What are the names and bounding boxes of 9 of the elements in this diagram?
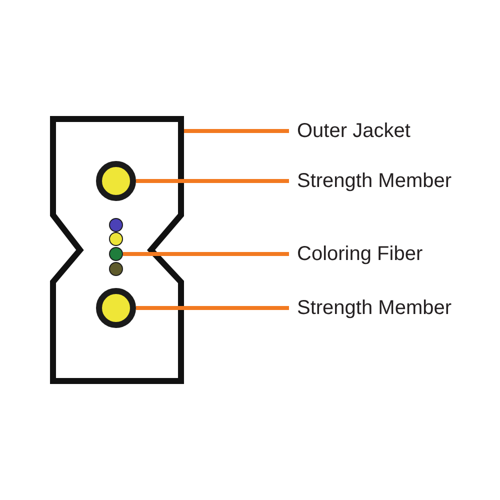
- part-label: Outer Jacket: [297, 119, 410, 143]
- part-label: Strength Member: [297, 296, 452, 320]
- part-label: Coloring Fiber: [297, 242, 423, 266]
- leader-line: [123, 252, 289, 256]
- leader-line: [136, 306, 289, 310]
- part-label: Strength Member: [297, 169, 452, 193]
- leader-line: [136, 179, 289, 183]
- leader-line: [184, 129, 289, 133]
- cable-jacket: [50, 116, 184, 384]
